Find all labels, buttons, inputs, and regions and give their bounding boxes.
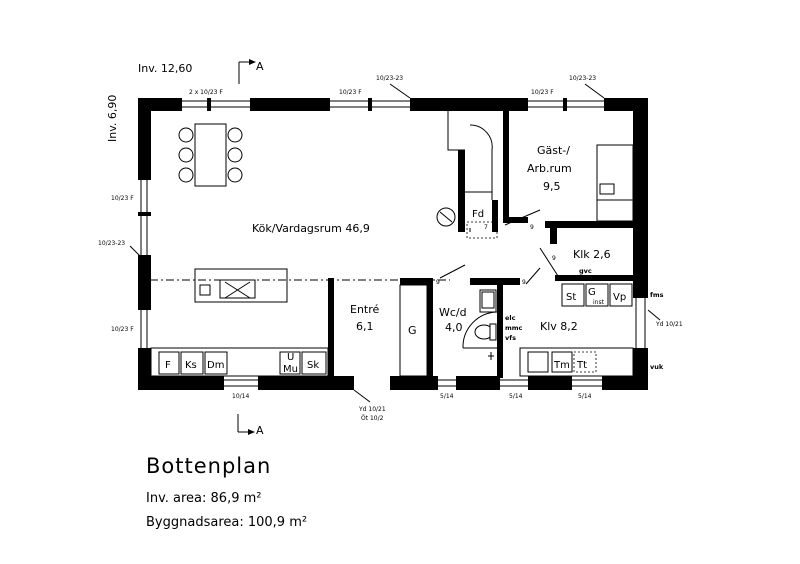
door-yd-1: Yd 10/21 xyxy=(358,406,386,413)
fixture-tt: Tt xyxy=(576,360,587,371)
doors xyxy=(399,209,559,377)
door-9-wc: 9 xyxy=(484,279,488,286)
window-left-2: 10/23-23 xyxy=(98,240,125,247)
section-mark-bottom: A xyxy=(256,424,264,437)
room-kok: Kök/Vardagsrum 46,9 xyxy=(252,222,370,235)
fixture-tm: Tm xyxy=(553,360,570,371)
fixture-inst: inst xyxy=(593,299,605,306)
fixture-u: U xyxy=(287,352,294,363)
window-bottom-2: 5/14 xyxy=(440,393,454,400)
fixture-fms: fms xyxy=(650,291,664,299)
fixture-vp: Vp xyxy=(613,292,626,303)
kitchen-counter xyxy=(150,347,329,377)
fixture-elc: elc xyxy=(505,314,516,322)
window-bottom-4: 5/14 xyxy=(578,393,592,400)
fixture-st: St xyxy=(566,292,576,303)
fixture-gvc: gvc xyxy=(579,267,592,275)
wc-fixtures xyxy=(474,289,497,360)
door-9-gast: 9 xyxy=(530,224,534,231)
room-gast-line1: Gäst-/ xyxy=(537,144,570,157)
fixture-mmc: mmc xyxy=(505,324,523,332)
fixture-g: G xyxy=(408,324,417,337)
door-9-entre: 9 xyxy=(436,279,440,286)
section-mark-top: A xyxy=(256,60,264,73)
inv-area: Inv. area: 86,9 m² xyxy=(146,491,261,506)
dining-table xyxy=(178,123,243,187)
fixture-vuk: vuk xyxy=(650,363,664,371)
guest-room-bed xyxy=(596,144,634,222)
fixture-dm: Dm xyxy=(207,360,224,371)
section-arrow-bottom xyxy=(237,414,255,435)
door-yd-2: Yd 10/21 xyxy=(655,321,683,328)
room-wc-area: 4,0 xyxy=(445,321,463,334)
interior-walls xyxy=(328,111,635,378)
bygg-area: Byggnadsarea: 100,9 m² xyxy=(146,515,307,530)
fixture-ks: Ks xyxy=(185,360,197,371)
room-klv: Klv 8,2 xyxy=(540,320,578,333)
window-bottom-3: 5/14 xyxy=(509,393,523,400)
door-ot: Öt 10/2 xyxy=(361,415,384,422)
plan-title: Bottenplan xyxy=(146,454,271,478)
fixture-g2: G xyxy=(588,287,596,298)
window-top-4: 10/23 F xyxy=(531,89,554,96)
fixture-vfs: vfs xyxy=(505,334,516,342)
inv-depth-label: Inv. 6,90 xyxy=(106,95,119,142)
window-top-5: 10/23-23 xyxy=(569,75,596,82)
door-9-klv: 9 xyxy=(522,279,526,286)
room-entre-area: 6,1 xyxy=(356,320,374,333)
room-gast-area: 9,5 xyxy=(543,180,561,193)
window-top-2: 10/23 F xyxy=(339,89,362,96)
fixture-fd: Fd xyxy=(472,209,484,220)
windows xyxy=(129,83,661,403)
inv-width-label: Inv. 12,60 xyxy=(138,62,192,75)
laundry-fixtures xyxy=(519,283,634,377)
room-klk: Klk 2,6 xyxy=(573,248,611,261)
fixture-mu: Mu xyxy=(283,364,298,375)
kitchen-island xyxy=(194,268,288,303)
fixture-sk: Sk xyxy=(307,360,319,371)
room-gast-line2: Arb.rum xyxy=(527,162,572,175)
door-9-klk: 9 xyxy=(552,255,556,262)
window-left-3: 10/23 F xyxy=(111,326,134,333)
door-7-fd: 7 xyxy=(484,224,488,231)
fixture-f: F xyxy=(165,360,171,371)
window-top-1: 2 x 10/23 F xyxy=(189,89,223,96)
room-entre-name: Entré xyxy=(350,303,380,316)
stair-fireplace xyxy=(436,111,498,239)
outer-walls xyxy=(138,98,648,390)
window-top-3: 10/23-23 xyxy=(376,75,403,82)
window-left-1: 10/23 F xyxy=(111,195,134,202)
section-arrow-top xyxy=(238,59,256,84)
window-bottom-1: 10/14 xyxy=(232,393,249,400)
room-wc-name: Wc/d xyxy=(439,306,467,319)
